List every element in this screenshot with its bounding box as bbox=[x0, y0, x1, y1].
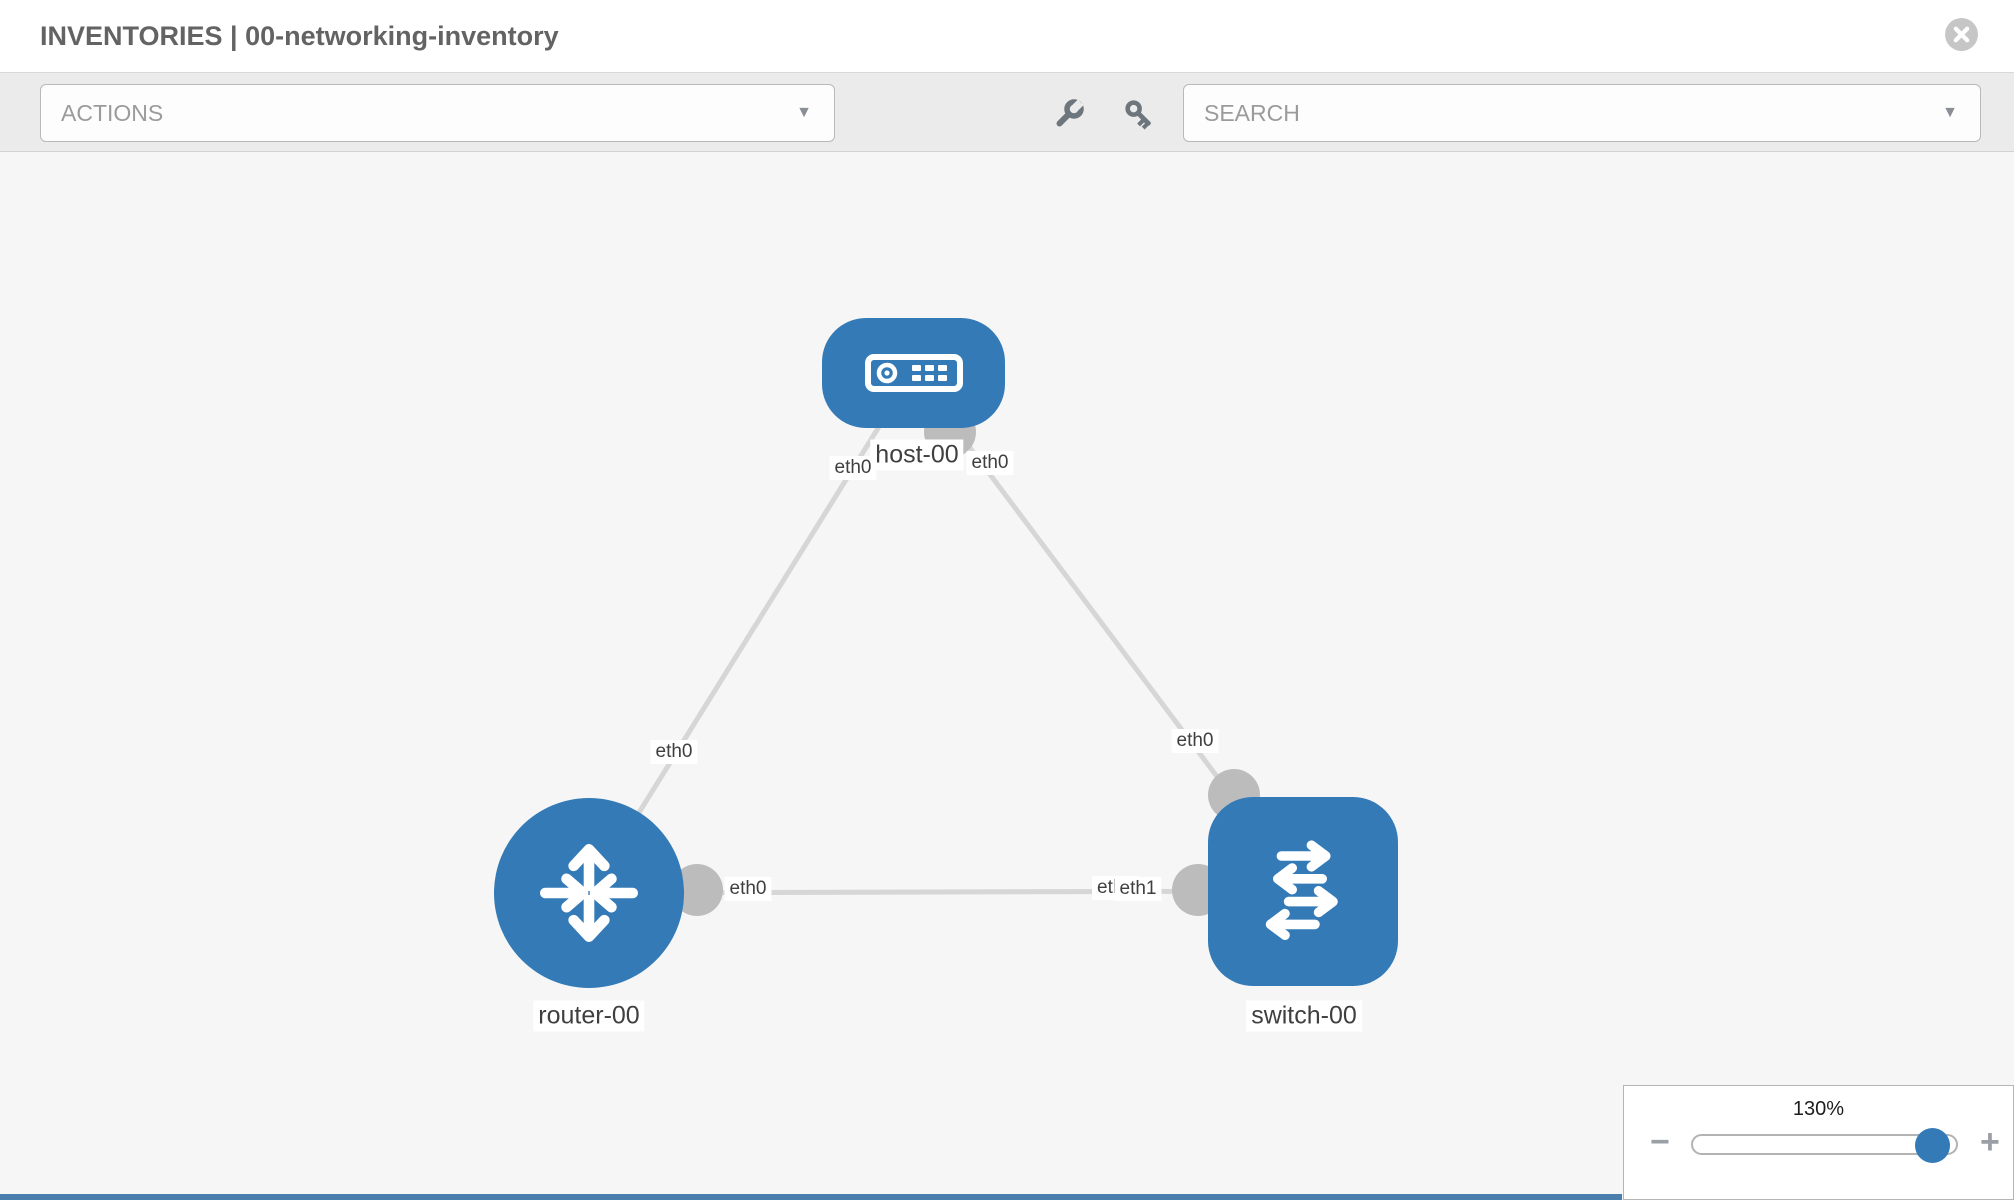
node-label-host-00[interactable]: host-00 bbox=[870, 439, 964, 471]
iface-label-eth0: eth0 bbox=[724, 877, 772, 901]
node-switch-00[interactable] bbox=[1208, 797, 1398, 986]
bottom-panel-edge bbox=[0, 1194, 1622, 1200]
iface-label-eth0: eth0 bbox=[1171, 729, 1219, 753]
node-label-router-00[interactable]: router-00 bbox=[533, 1000, 645, 1032]
chevron-down-icon: ▼ bbox=[796, 104, 812, 121]
router-icon bbox=[540, 844, 638, 942]
zoom-control-panel: 130% − + bbox=[1623, 1085, 2014, 1200]
iface-label-eth0: eth0 bbox=[650, 740, 698, 764]
toolbar: ACTIONS ▼ ▼ bbox=[0, 72, 2014, 152]
actions-dropdown[interactable]: ACTIONS ▼ bbox=[40, 84, 835, 142]
header: INVENTORIES | 00-networking-inventory bbox=[0, 0, 2014, 72]
chevron-down-icon: ▼ bbox=[1942, 104, 1958, 121]
host-icon bbox=[864, 354, 963, 392]
page-title: INVENTORIES | 00-networking-inventory bbox=[40, 20, 559, 51]
zoom-slider-thumb[interactable] bbox=[1915, 1128, 1950, 1163]
zoom-level-value: 130% bbox=[1792, 1098, 1845, 1120]
iface-label-eth0: eth0 bbox=[829, 456, 877, 480]
connector-router-right[interactable] bbox=[671, 864, 723, 916]
topology-canvas[interactable]: host-00 eth0 eth0 eth0 eth0 eth0 eth1 et… bbox=[0, 152, 2014, 1200]
actions-dropdown-label: ACTIONS bbox=[61, 99, 164, 126]
node-host-00[interactable] bbox=[822, 318, 1005, 428]
key-icon[interactable] bbox=[1122, 97, 1158, 133]
search-input[interactable] bbox=[1184, 99, 1943, 127]
switch-icon bbox=[1265, 839, 1338, 940]
node-label-switch-00[interactable]: switch-00 bbox=[1246, 1000, 1362, 1032]
close-button[interactable] bbox=[1945, 18, 1978, 51]
iface-label-eth0: eth0 bbox=[966, 451, 1014, 475]
wrench-icon[interactable] bbox=[1050, 97, 1086, 133]
iface-label-eth1: eth1 bbox=[1114, 877, 1162, 901]
zoom-in-button[interactable]: + bbox=[1980, 1123, 2000, 1161]
topology-links-layer bbox=[586, 370, 1305, 916]
search-dropdown[interactable]: ▼ bbox=[1183, 84, 1981, 142]
zoom-out-button[interactable]: − bbox=[1650, 1123, 1670, 1161]
node-router-00[interactable] bbox=[494, 798, 684, 988]
zoom-slider-track[interactable] bbox=[1691, 1128, 1958, 1163]
close-icon bbox=[1953, 26, 1970, 43]
